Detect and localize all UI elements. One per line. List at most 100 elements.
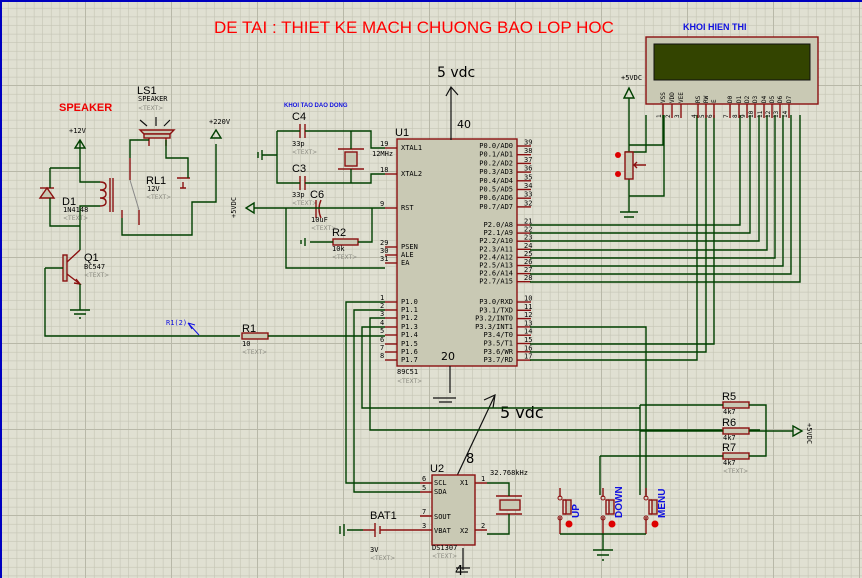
pushbutton-icon bbox=[565, 499, 572, 515]
u2-pin-num: 7 bbox=[422, 508, 426, 516]
button-up[interactable]: UP bbox=[557, 488, 582, 534]
d1-diode[interactable]: D1 1N4148 <TEXT> bbox=[38, 186, 88, 222]
x1-value: 12MHz bbox=[372, 150, 393, 158]
c4-value: 33p bbox=[292, 140, 305, 148]
u1-pin-number: 24 bbox=[524, 242, 532, 250]
diode-icon bbox=[38, 186, 56, 199]
u1-pin-number: 12 bbox=[524, 311, 532, 319]
c3-text: <TEXT> bbox=[292, 200, 317, 207]
u2-pin-num: 2 bbox=[481, 522, 485, 530]
lcd-pin-number: 4 bbox=[691, 114, 698, 118]
u2-body bbox=[431, 474, 476, 546]
u2-pin-name: SDA bbox=[434, 488, 447, 496]
ls1-ref: LS1 bbox=[137, 85, 157, 97]
x2-value: 32.768kHz bbox=[490, 469, 528, 477]
u1-pin-name: P0.0/AD0 bbox=[479, 142, 513, 150]
u2-value: DS1307 bbox=[432, 544, 457, 552]
lcd-pin-name: D2 bbox=[744, 95, 751, 103]
power-arrows bbox=[73, 128, 223, 149]
r2-ref: R2 bbox=[332, 227, 346, 239]
r5-value: 4k7 bbox=[723, 408, 736, 416]
q1-transistor[interactable]: Q1 BC547 <TEXT> bbox=[62, 249, 109, 285]
handwritten-pin4: 4 bbox=[455, 564, 463, 578]
r2-value: 10k bbox=[332, 245, 345, 253]
handwritten-pin40: 40 bbox=[457, 118, 471, 131]
ls1-text: <TEXT> bbox=[138, 105, 163, 112]
power-220v-label: +220V bbox=[209, 118, 231, 126]
u1-pin-number: 9 bbox=[380, 200, 384, 208]
u1-pin-name: P3.0/RXD bbox=[479, 298, 513, 306]
bat1-value: 3V bbox=[370, 546, 379, 554]
u1-pin-name: RST bbox=[401, 204, 414, 212]
r7-resistor[interactable]: R7 4k7 <TEXT> bbox=[722, 442, 750, 475]
probe-label: R1(2) bbox=[166, 319, 187, 327]
u1-pin-name: P3.6/WR bbox=[483, 348, 513, 356]
lcd-display[interactable]: VSS1VDD2VEE3RS4RW5E6D07D18D29D310D411D51… bbox=[645, 36, 819, 118]
c3-capacitor[interactable]: C3 33p <TEXT> bbox=[292, 163, 317, 207]
power-5v-lcd-label: +5VDC bbox=[621, 74, 642, 82]
button-label: MENU bbox=[657, 489, 668, 518]
r1-resistor[interactable]: R1 10 <TEXT> bbox=[241, 323, 269, 356]
u2-pin-num: 3 bbox=[422, 522, 426, 530]
oscillator-block-label: KHOI TAO DAO DONG bbox=[284, 103, 348, 109]
r7-value: 4k7 bbox=[723, 459, 736, 467]
button-label: UP bbox=[571, 504, 582, 518]
u2-text: <TEXT> bbox=[432, 553, 457, 560]
pushbutton-icon bbox=[651, 499, 658, 515]
button-menu[interactable]: MENU bbox=[643, 488, 668, 534]
u2-rtc[interactable]: U2 6 SCL 5 SDA 7 SOUT 3 VBAT 1 X1 2 X2 D… bbox=[420, 463, 487, 560]
lcd-pin-number: 2 bbox=[665, 114, 672, 118]
lcd-pin-number: 7 bbox=[723, 114, 730, 118]
c6-ref: C6 bbox=[310, 189, 324, 201]
u1-pin-name: P2.7/A15 bbox=[479, 278, 513, 286]
u1-pin-name: P1.2 bbox=[401, 314, 418, 322]
handwritten-5vdc-mid: 5 vdc bbox=[500, 403, 544, 422]
bat1-battery[interactable]: BAT1 3V <TEXT> bbox=[363, 510, 420, 562]
button-state-indicator bbox=[651, 520, 659, 528]
c4-text: <TEXT> bbox=[292, 149, 317, 156]
pullup-power-arrow bbox=[792, 424, 804, 438]
u2-pin-name: X2 bbox=[460, 527, 468, 535]
x1-crystal[interactable]: 12MHz bbox=[338, 148, 393, 170]
rl1-text: <TEXT> bbox=[146, 194, 171, 201]
power-5v-arrow bbox=[244, 201, 255, 215]
u1-pin-number: 23 bbox=[524, 234, 532, 242]
probe-arrow-icon[interactable] bbox=[187, 322, 200, 336]
u1-pin-number: 26 bbox=[524, 258, 532, 266]
rl1-relay[interactable]: RL1 12V <TEXT> bbox=[99, 158, 190, 225]
c3-ref: C3 bbox=[292, 163, 306, 175]
u1-value: 89C51 bbox=[397, 368, 418, 376]
r1-text: <TEXT> bbox=[242, 349, 267, 356]
u1-pin-number: 37 bbox=[524, 156, 532, 164]
r1-ref: R1 bbox=[242, 323, 256, 335]
u1-pin-name: ALE bbox=[401, 251, 414, 259]
page-title: DE TAI : THIET KE MACH CHUONG BAO LOP HO… bbox=[214, 18, 614, 37]
rl1-ref: RL1 bbox=[146, 175, 166, 187]
d1-ref: D1 bbox=[62, 196, 76, 208]
lcd-contrast-pot[interactable] bbox=[615, 151, 646, 180]
lcd-pin-name: D5 bbox=[769, 95, 776, 103]
u1-pin-number: 10 bbox=[524, 295, 532, 303]
u1-pin-number: 32 bbox=[524, 199, 532, 207]
handwritten-5vdc-top: 5 vdc bbox=[437, 65, 475, 81]
button-down[interactable]: DOWN bbox=[600, 486, 625, 534]
u1-text: <TEXT> bbox=[397, 378, 422, 385]
u1-pin-name: P1.1 bbox=[401, 306, 418, 314]
r2-text: <TEXT> bbox=[332, 254, 357, 261]
c6-capacitor[interactable]: C6 10uF <TEXT> bbox=[310, 189, 336, 232]
u1-pin-number: 31 bbox=[380, 255, 388, 263]
u1-body bbox=[396, 138, 518, 367]
u1-pin-number: 15 bbox=[524, 336, 532, 344]
lcd-pin-name: RW bbox=[703, 95, 710, 103]
u2-pin-num: 6 bbox=[422, 475, 426, 483]
r6-value: 4k7 bbox=[723, 434, 736, 442]
transistor-icon bbox=[62, 254, 68, 282]
c6-value: 10uF bbox=[311, 216, 328, 224]
u1-pin-number: 36 bbox=[524, 165, 532, 173]
power-5v-left-label: +5VDC bbox=[230, 197, 238, 218]
u2-ref: U2 bbox=[430, 463, 444, 475]
